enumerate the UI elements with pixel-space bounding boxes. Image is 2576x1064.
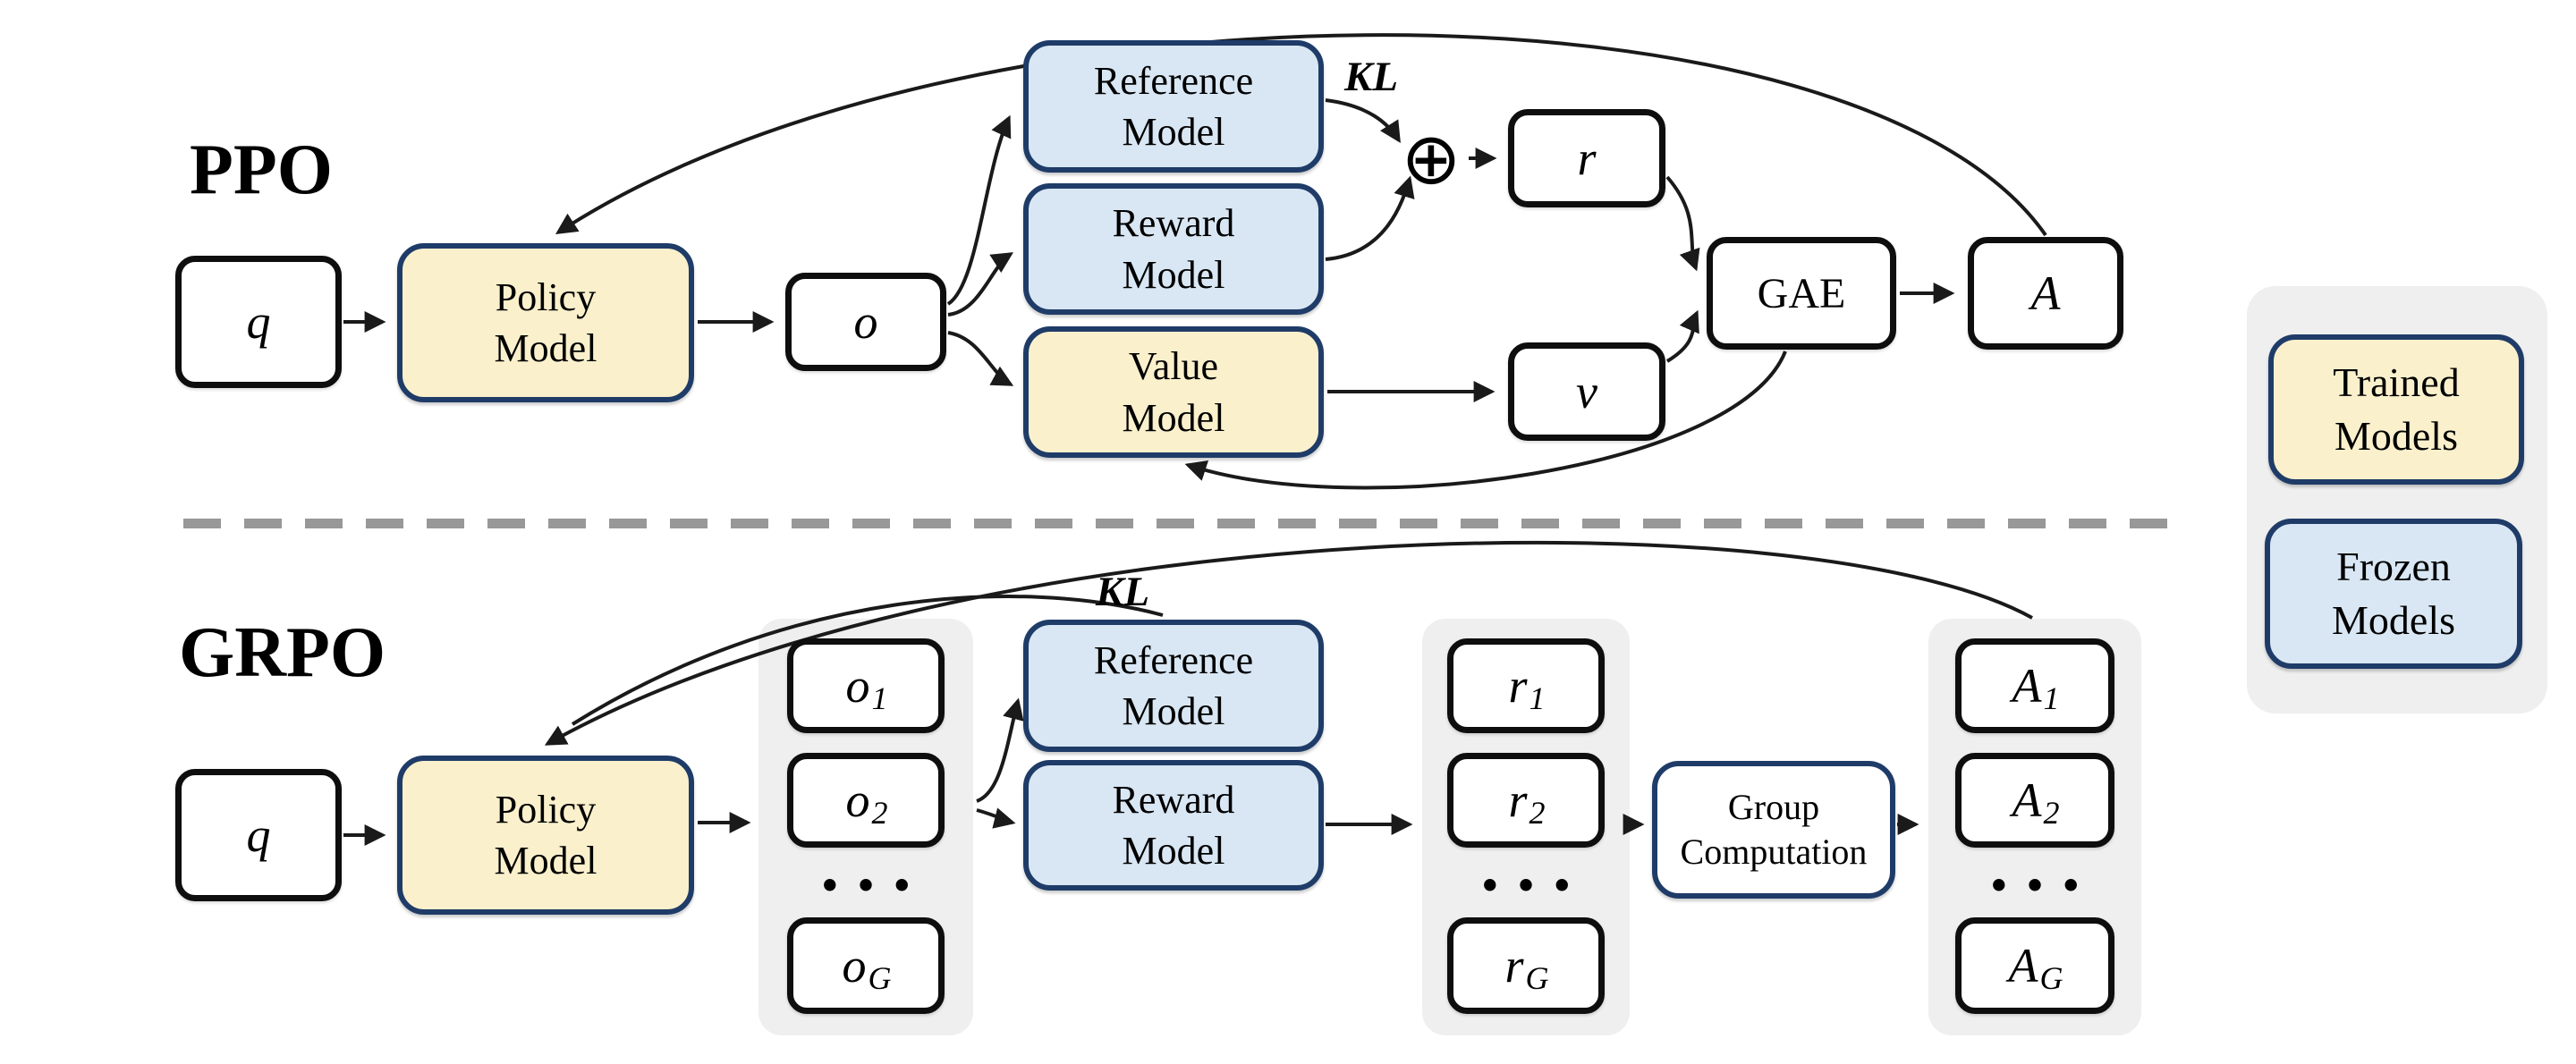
grpo-policy-model-box: Policy Model <box>397 756 694 915</box>
grpo-advantage-1-label: A <box>2012 659 2042 713</box>
ppo-advantage-label: A <box>2030 266 2061 320</box>
ppo-policy-model-box: Policy Model <box>397 243 694 402</box>
grpo-reward-2-label: r <box>1508 773 1528 827</box>
ppo-reward-box: r <box>1508 109 1665 207</box>
grpo-query-label: q <box>246 808 271 862</box>
arrow-grpo-outputs-to-reward <box>976 807 1016 829</box>
legend-frozen-models-label: Frozen Models <box>2332 544 2455 643</box>
grpo-query-box: q <box>175 769 342 901</box>
grpo-output-2-label: o <box>845 773 870 827</box>
oplus-icon: ⊕ <box>1401 116 1462 200</box>
ppo-reward-model-label: Reward Model <box>1112 201 1235 297</box>
ppo-query-label: q <box>246 295 271 349</box>
ppo-value-model-label: Value Model <box>1122 344 1225 440</box>
ppo-advantage-box: A <box>1968 237 2123 350</box>
ppo-reference-model-label: Reference Model <box>1093 58 1254 154</box>
ppo-value-box: v <box>1508 342 1665 441</box>
ppo-reward-label: r <box>1577 131 1597 185</box>
arc-grpo-reference-kl-to-policy <box>571 595 1164 726</box>
ppo-output-box: o <box>785 273 946 371</box>
grpo-rewards-ellipsis: ••• <box>1479 866 1588 906</box>
legend-trained-models-label: Trained Models <box>2333 359 2460 459</box>
grpo-reward-model-label: Reward Model <box>1112 777 1235 873</box>
arrow-ppo-reference-kl-to-oplus <box>1325 98 1401 144</box>
grpo-advantages-ellipsis: ••• <box>1987 866 2097 906</box>
grpo-group-computation-box: Group Computation <box>1652 761 1895 899</box>
grpo-output-g-label: o <box>842 939 867 992</box>
arc-ppo-advantage-to-policy <box>555 33 2047 237</box>
arrow-ppo-o-to-value <box>947 331 1014 386</box>
arrow-ppo-r-to-gae <box>1665 175 1700 272</box>
ppo-reference-model-box: Reference Model <box>1023 40 1324 173</box>
grpo-reward-g-label: r <box>1504 939 1524 992</box>
grpo-kl-label: KL <box>1095 569 1150 615</box>
ppo-section-label: PPO <box>190 131 333 209</box>
grpo-output-1-label: o <box>845 659 870 713</box>
arrow-ppo-v-to-gae <box>1665 309 1699 363</box>
grpo-section-label: GRPO <box>179 613 386 692</box>
arrow-ppo-reward-to-oplus <box>1325 175 1415 261</box>
arc-grpo-advantages-to-policy <box>544 540 2033 746</box>
ppo-gae-label: GAE <box>1757 269 1846 317</box>
grpo-advantage-2-label: A <box>2012 773 2042 827</box>
grpo-group-computation-label: Group Computation <box>1680 787 1868 872</box>
ppo-kl-label: KL <box>1343 54 1399 100</box>
arc-ppo-gae-to-value <box>1184 350 1787 490</box>
ppo-reward-model-box: Reward Model <box>1023 183 1324 315</box>
grpo-outputs-ellipsis: ••• <box>818 866 928 906</box>
grpo-advantage-g-label: A <box>2008 939 2038 992</box>
ppo-value-label: v <box>1576 365 1597 418</box>
arrow-grpo-outputs-to-reference <box>976 697 1024 803</box>
grpo-reward-model-box: Reward Model <box>1023 760 1324 891</box>
ppo-policy-model-label: Policy Model <box>494 274 597 370</box>
arrow-ppo-o-to-reference <box>946 114 1012 306</box>
grpo-reference-model-box: Reference Model <box>1023 620 1324 752</box>
grpo-reward-1-label: r <box>1508 659 1528 713</box>
ppo-output-label: o <box>853 295 878 349</box>
ppo-query-box: q <box>175 256 342 388</box>
grpo-reference-model-label: Reference Model <box>1093 638 1254 733</box>
ppo-gae-box: GAE <box>1707 237 1896 350</box>
section-divider <box>183 519 2187 528</box>
legend-frozen-models-box: Frozen Models <box>2265 519 2522 669</box>
grpo-policy-model-label: Policy Model <box>494 787 597 882</box>
ppo-value-model-box: Value Model <box>1023 326 1324 458</box>
arrow-ppo-o-to-reward <box>947 252 1014 317</box>
legend-trained-models-box: Trained Models <box>2268 334 2524 485</box>
